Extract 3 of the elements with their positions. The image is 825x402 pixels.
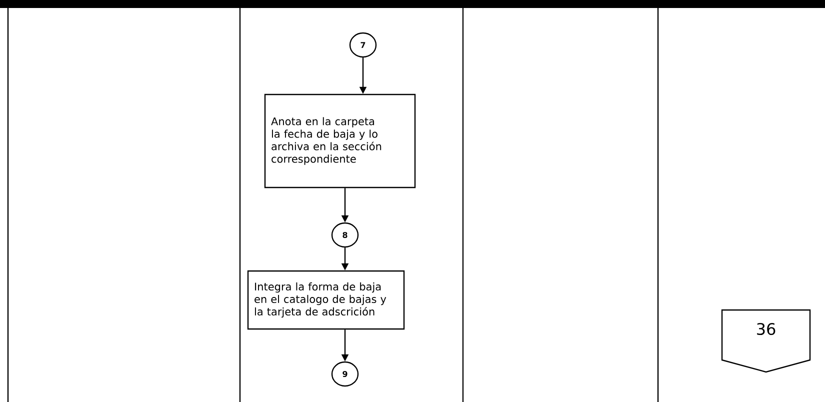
- process-box: Anota en la carpeta la fecha de baja y lo archiva en la sección correspondiente: [264, 94, 416, 188]
- off-page-connector: 36: [721, 309, 811, 373]
- process-box: Integra la forma de baja en el catalogo de bajas y la tarjeta de adscrición: [247, 270, 405, 330]
